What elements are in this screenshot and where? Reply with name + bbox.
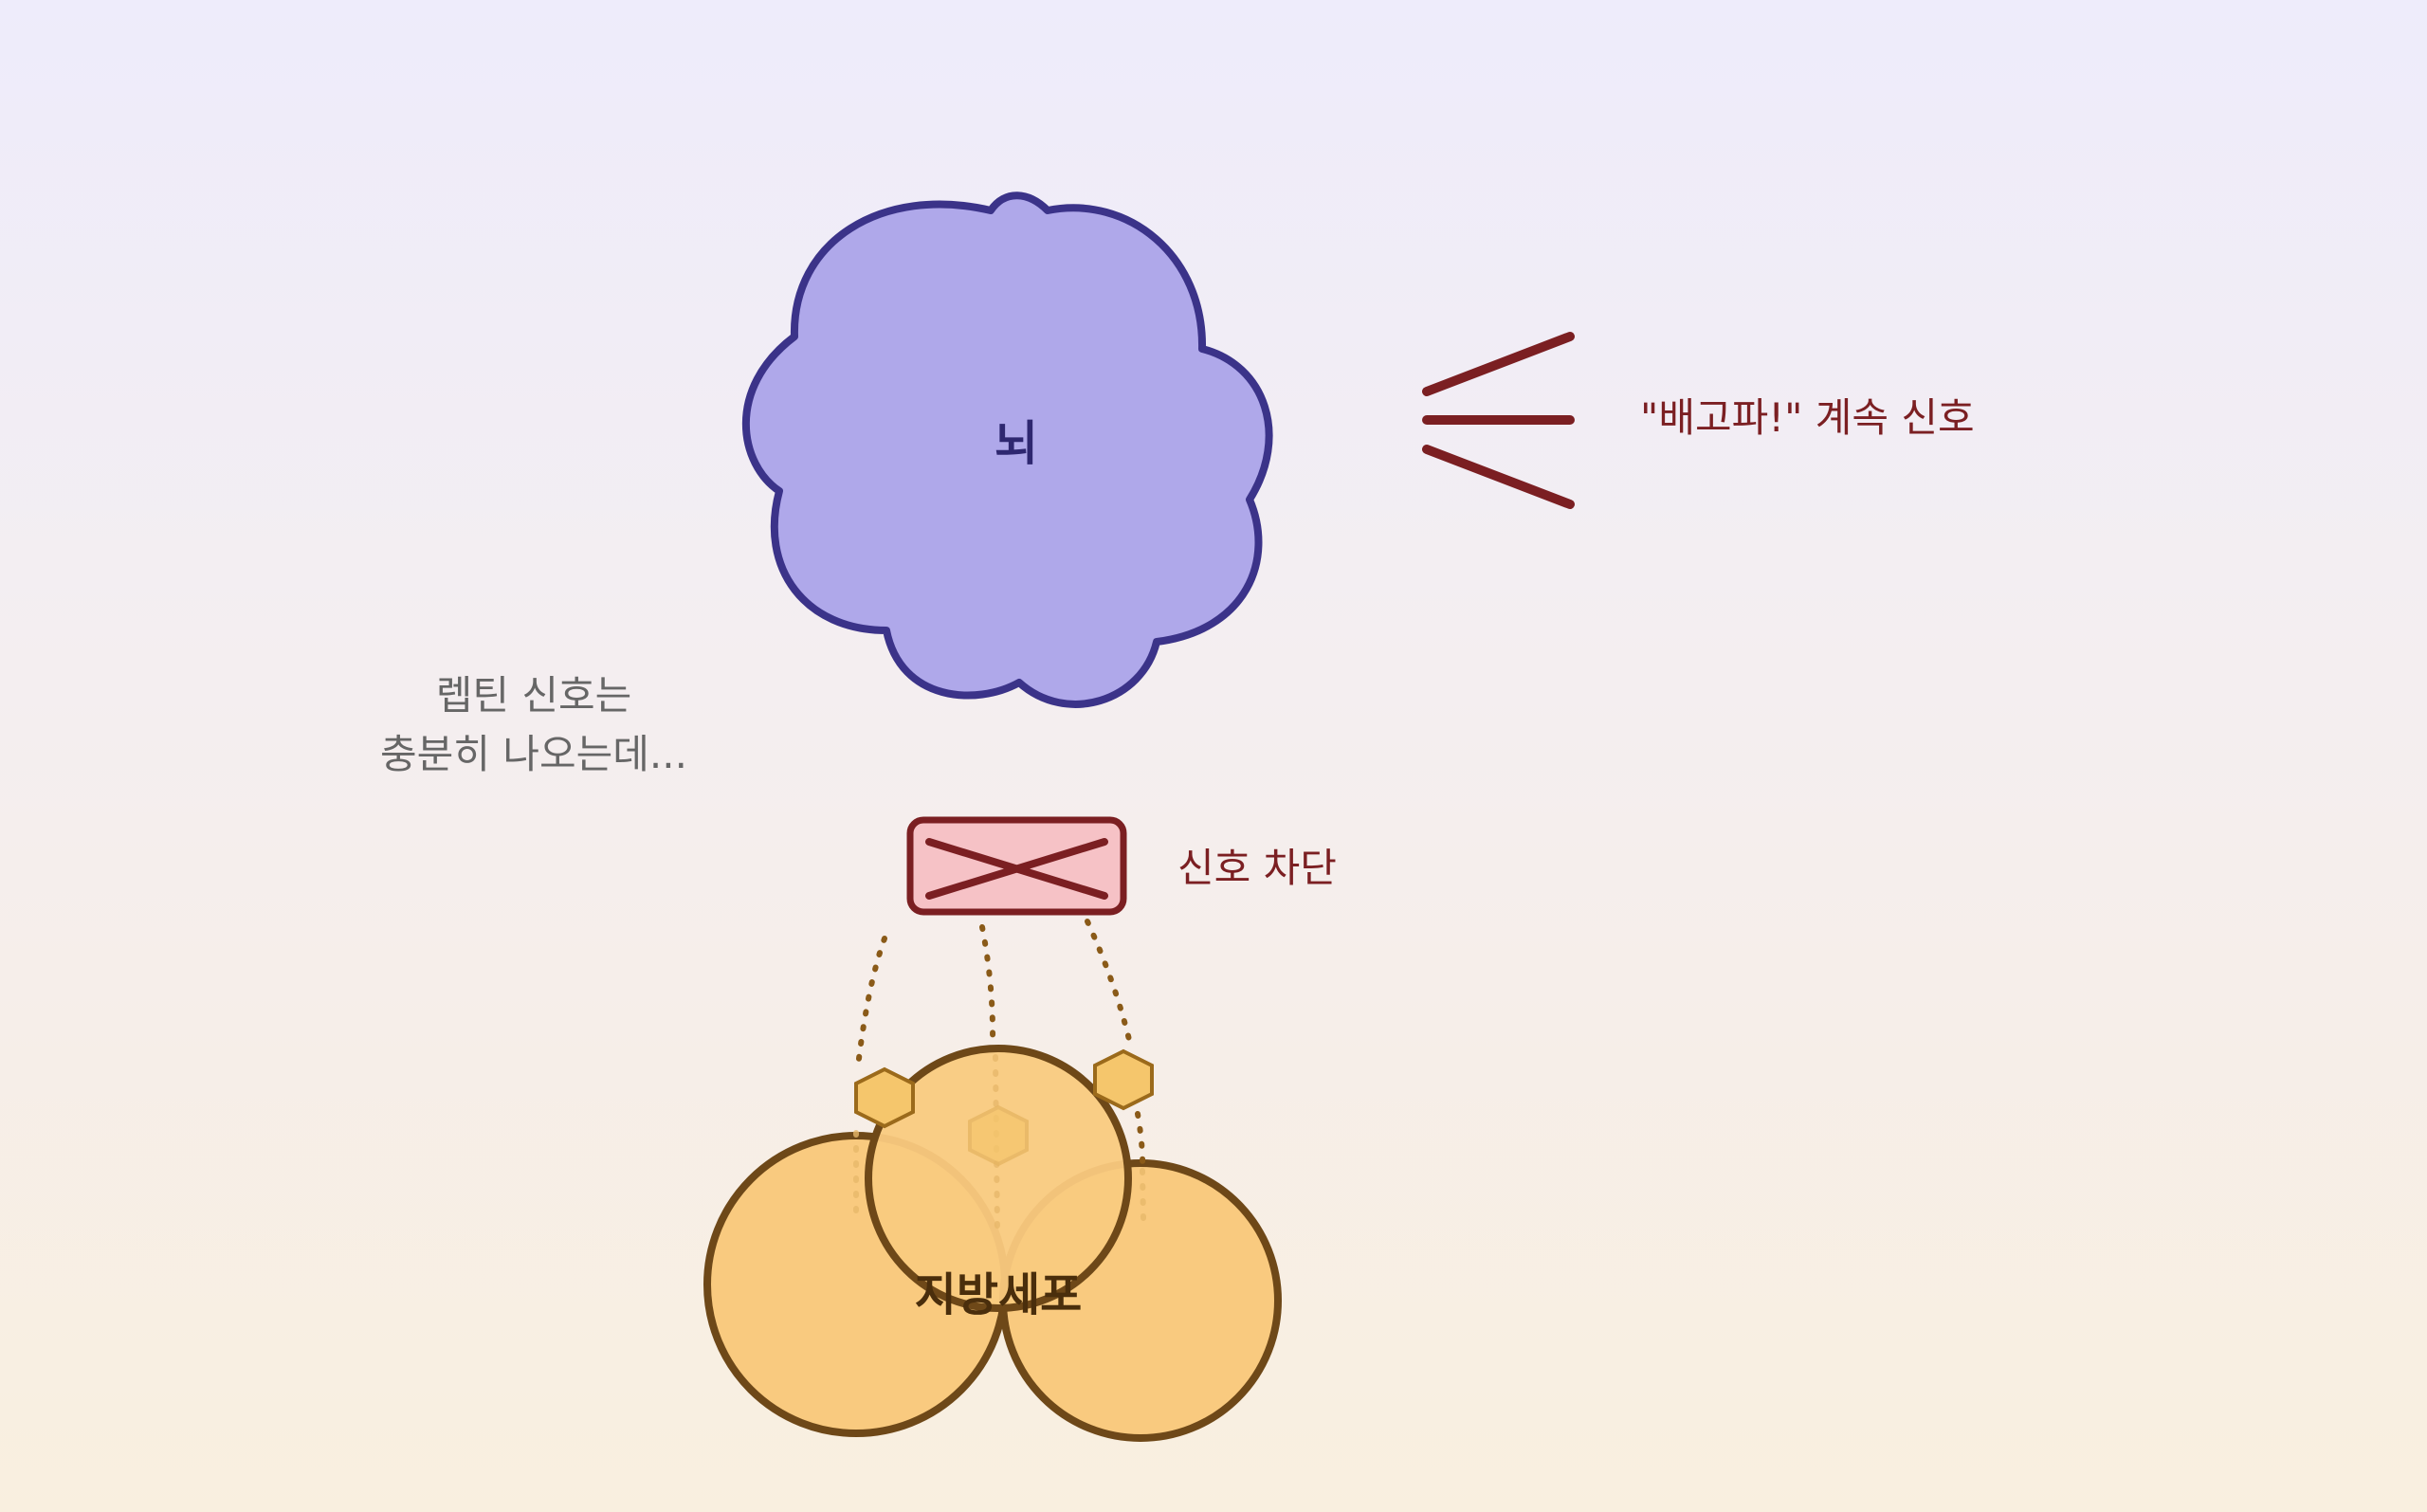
leptin-hex-left [854,1066,915,1129]
leptin-path-left [855,936,887,1069]
hunger-signal-label: "배고파!" 계속 신호 [1640,394,1975,441]
leptin-path-middle-lower [993,1054,1000,1235]
signal-block: 신호 차단 [906,816,1337,916]
leptin-path-right-lower [1135,1111,1146,1174]
hunger-signal: "배고파!" 계속 신호 [1422,332,1975,509]
fat-cells [703,1045,1282,1442]
signal-line-top [1422,332,1575,396]
brain-label: 뇌 [995,416,1038,471]
leptin-path-right [1085,919,1134,1050]
brain: 뇌 [742,191,1273,708]
leptin-note-line1: 렙틴 신호는 [436,672,632,719]
leptin-hex-right [1093,1048,1154,1111]
block-label: 신호 차단 [1177,845,1337,891]
fat-cells-label: 지방세포 [915,1268,1083,1321]
leptin-note: 렙틴 신호는 충분히 나오는데... [380,672,687,777]
leptin-paths [855,919,1146,1174]
leptin-hex-faded [968,1104,1029,1167]
signal-line-bottom [1422,445,1575,509]
leptin-molecules [854,1048,1154,1167]
leptin-note-line2: 충분히 나오는데... [380,731,687,777]
leptin-path-middle [979,924,996,1046]
brain-cloud-shape [742,191,1273,708]
block-cross-b [925,838,1108,900]
leptin-paths-faded [853,1054,1146,1235]
